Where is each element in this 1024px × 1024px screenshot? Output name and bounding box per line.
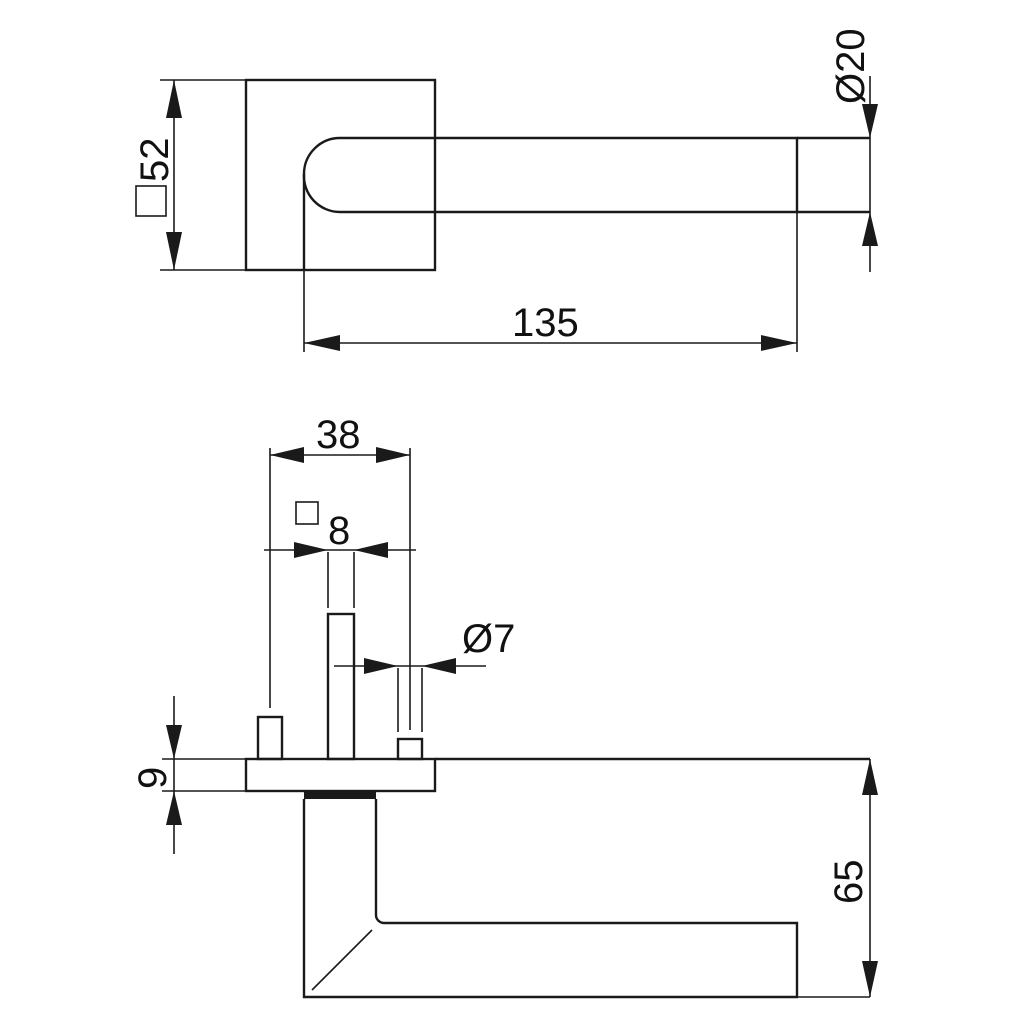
dimension-screw-7: Ø7 <box>334 617 515 732</box>
dim-8-label: 8 <box>328 509 350 553</box>
side-view: 38 8 Ø7 9 <box>131 413 878 999</box>
dim-52-label: 52 <box>133 138 177 183</box>
dimension-spacing-38: 38 <box>269 413 411 730</box>
lever-outline <box>302 136 799 214</box>
lever-bevel-line <box>311 929 373 991</box>
dim-9-label: 9 <box>131 767 175 789</box>
rose-square <box>244 78 437 272</box>
screw-pin-left <box>256 715 284 761</box>
dim-38-label: 38 <box>316 413 361 457</box>
dim-65-label: 65 <box>827 860 871 905</box>
dim-20-value: 20 <box>829 28 873 73</box>
dim-135-label: 135 <box>512 301 579 345</box>
dimension-lever-diameter-20: Ø20 <box>829 28 878 272</box>
lever-side-outline <box>302 799 799 999</box>
spindle <box>326 612 356 761</box>
dimension-rose-thickness-9: 9 <box>131 696 246 854</box>
dimension-rose-52: 52 <box>133 79 246 271</box>
dim-diameter-7-label: Ø7 <box>462 617 515 661</box>
dim-7-value: 7 <box>493 617 515 661</box>
diameter-symbol: Ø <box>462 617 493 661</box>
dimension-lever-height-65: 65 <box>827 759 878 997</box>
neck-collar <box>304 791 376 799</box>
diameter-symbol: Ø <box>829 73 873 104</box>
rose-plate <box>244 757 437 793</box>
square-symbol-icon <box>135 185 167 217</box>
dim-diameter-20-label: Ø20 <box>829 28 873 104</box>
dimension-lever-length-135: 135 <box>303 212 798 352</box>
screw-pin-right <box>396 737 424 761</box>
top-view: 52 Ø20 135 <box>133 28 878 352</box>
square-symbol-icon <box>295 501 319 525</box>
dimension-spindle-8: 8 <box>264 501 416 608</box>
